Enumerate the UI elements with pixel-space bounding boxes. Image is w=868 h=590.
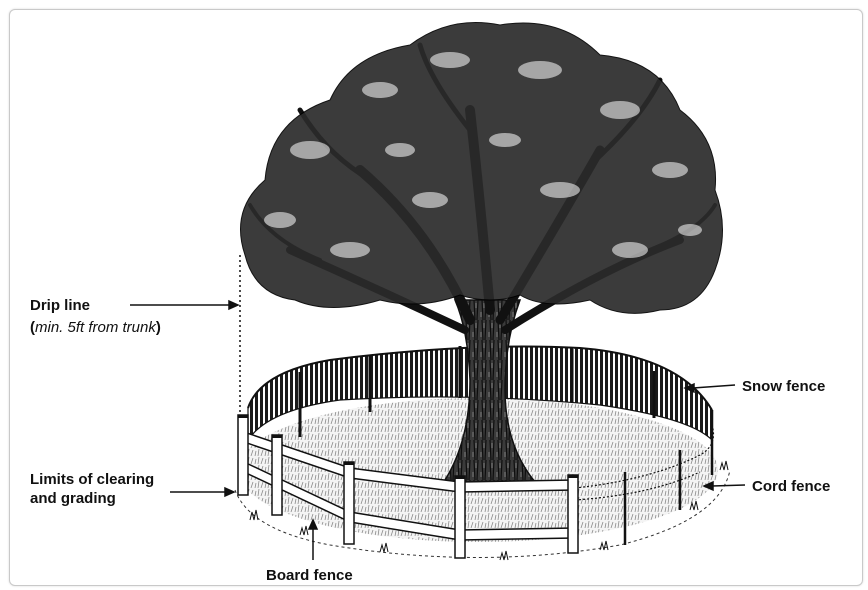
limits-of-clearing-label: Limits of clearing and grading [30,470,154,508]
snow-fence-label: Snow fence [742,377,825,396]
drip-line-label: Drip line [30,296,90,315]
tree-canopy [241,23,723,314]
drip-line-note: (min. 5ft from trunk) [30,318,161,337]
cord-fence-label: Cord fence [752,477,830,496]
board-fence-label: Board fence [266,566,353,585]
